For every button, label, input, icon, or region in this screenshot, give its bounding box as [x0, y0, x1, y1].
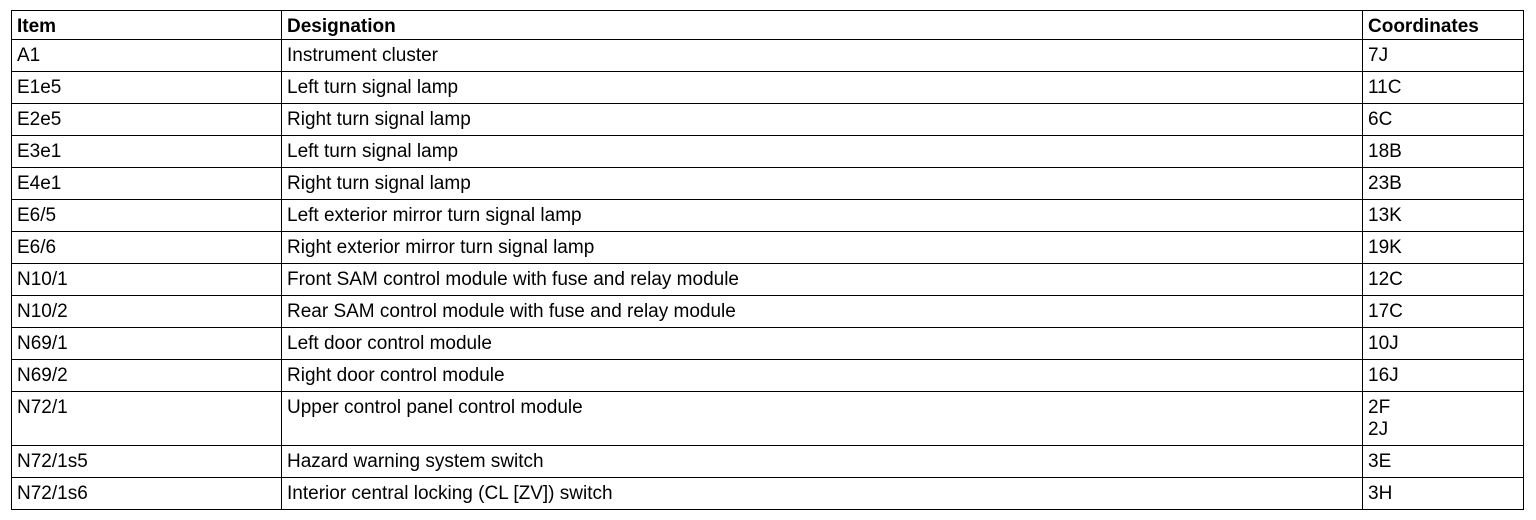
cell-designation: Right exterior mirror turn signal lamp [281, 231, 1363, 264]
cell-item: N72/1 [11, 391, 282, 446]
cell-item: N69/2 [11, 359, 282, 392]
cell-designation: Instrument cluster [281, 39, 1363, 72]
cell-coordinates: 3E [1362, 445, 1524, 478]
cell-coordinates: 11C [1362, 71, 1524, 104]
coordinate-value: 6C [1368, 109, 1393, 130]
cell-designation: Right turn signal lamp [281, 103, 1363, 136]
cell-item: N10/1 [11, 263, 282, 296]
cell-designation: Interior central locking (CL [ZV]) switc… [281, 477, 1363, 510]
cell-designation: Left exterior mirror turn signal lamp [281, 199, 1363, 232]
cell-coordinates: 12C [1362, 263, 1524, 296]
cell-item: E4e1 [11, 167, 282, 200]
cell-coordinates: 10J [1362, 327, 1524, 360]
cell-coordinates: 3H [1362, 477, 1524, 510]
cell-coordinates: 23B [1362, 167, 1524, 200]
coordinate-value: 2F [1368, 397, 1391, 418]
cell-coordinates: 19K [1362, 231, 1524, 264]
cell-item: N69/1 [11, 327, 282, 360]
header-designation: Designation [281, 10, 1363, 40]
cell-coordinates: 18B [1362, 135, 1524, 168]
cell-item: N72/1s6 [11, 477, 282, 510]
cell-designation: Right door control module [281, 359, 1363, 392]
cell-item: E6/6 [11, 231, 282, 264]
cell-item: N72/1s5 [11, 445, 282, 478]
cell-item: E3e1 [11, 135, 282, 168]
cell-item: E2e5 [11, 103, 282, 136]
cell-designation: Hazard warning system switch [281, 445, 1363, 478]
cell-coordinates: 16J [1362, 359, 1524, 392]
cell-designation: Left turn signal lamp [281, 71, 1363, 104]
cell-item: N10/2 [11, 295, 282, 328]
coordinate-value: 3E [1368, 451, 1392, 472]
coordinate-value: 7J [1368, 45, 1389, 66]
coordinate-value: 10J [1368, 333, 1399, 354]
coordinate-value: 13K [1368, 205, 1402, 226]
cell-designation: Right turn signal lamp [281, 167, 1363, 200]
coordinate-value: 17C [1368, 301, 1403, 322]
coordinate-value: 3H [1368, 483, 1393, 504]
coordinate-value: 11C [1368, 77, 1402, 98]
cell-item: A1 [11, 39, 282, 72]
cell-designation: Front SAM control module with fuse and r… [281, 263, 1363, 296]
cell-designation: Left door control module [281, 327, 1363, 360]
coordinate-value: 18B [1368, 141, 1402, 162]
coordinate-value: 19K [1368, 237, 1402, 258]
header-coordinates: Coordinates [1362, 10, 1524, 40]
coordinate-value: 23B [1368, 173, 1402, 194]
coordinate-value: 2J [1368, 419, 1389, 440]
cell-coordinates: 13K [1362, 199, 1524, 232]
cell-designation: Upper control panel control module [281, 391, 1363, 446]
coordinate-value: 16J [1368, 365, 1399, 386]
cell-designation: Rear SAM control module with fuse and re… [281, 295, 1363, 328]
cell-coordinates: 7J [1362, 39, 1524, 72]
cell-coordinates: 6C [1362, 103, 1524, 136]
cell-coordinates: 17C [1362, 295, 1524, 328]
cell-item: E1e5 [11, 71, 282, 104]
cell-designation: Left turn signal lamp [281, 135, 1363, 168]
header-item: Item [11, 10, 282, 40]
table-header-row: Item Designation Coordinates [11, 10, 1524, 40]
coordinate-value: 12C [1368, 269, 1403, 290]
cell-item: E6/5 [11, 199, 282, 232]
